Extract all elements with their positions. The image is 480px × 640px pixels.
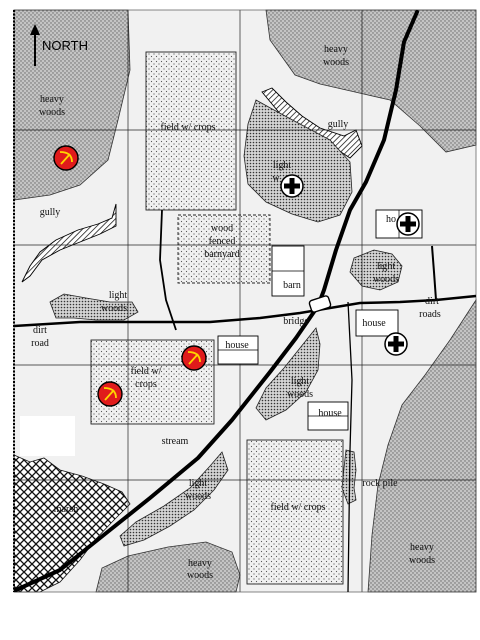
- dirt-road-main: [13, 294, 477, 328]
- light-woods-east: [349, 249, 403, 291]
- label-house: ho: [386, 214, 396, 225]
- german-unit-marker[interactable]: [384, 332, 408, 356]
- label-heavy-woods: heavy: [40, 94, 64, 105]
- label-house: house: [318, 408, 342, 419]
- label-dirt-road: road: [31, 338, 49, 349]
- label-stream: stream: [162, 436, 189, 447]
- light-woods-northeast: [243, 99, 353, 223]
- label-barnyard: wood: [211, 223, 233, 234]
- label-light-woods: light: [109, 290, 128, 301]
- north-label: NORTH: [42, 38, 88, 53]
- heavy-woods-nw: [13, 9, 131, 201]
- marsh: [13, 454, 131, 593]
- german-unit-marker[interactable]: [280, 174, 304, 198]
- label-marsh: marsh: [54, 504, 78, 515]
- soviet-unit-marker[interactable]: [181, 345, 207, 371]
- blank-patch: [20, 416, 75, 456]
- label-barn: barn: [283, 280, 301, 291]
- house-east: [355, 309, 399, 337]
- label-dirt-road: dirt: [33, 325, 47, 336]
- north-arrow-icon: [30, 24, 40, 35]
- label-dirt-roads: roads: [419, 309, 441, 320]
- label-heavy-woods: woods: [187, 570, 213, 581]
- field-south: [246, 439, 344, 585]
- label-light-woods: woods: [373, 274, 399, 285]
- heavy-woods-s: [95, 541, 241, 593]
- label-heavy-woods: heavy: [188, 558, 212, 569]
- label-barnyard: barnyard: [204, 249, 240, 260]
- grid-lines: [14, 10, 476, 592]
- label-bridge: bridge: [283, 316, 309, 327]
- label-heavy-woods: heavy: [324, 44, 348, 55]
- label-light-woods: w: [272, 173, 280, 184]
- soviet-unit-marker[interactable]: [97, 381, 123, 407]
- label-barnyard: fenced: [209, 236, 236, 247]
- field-north: [145, 51, 237, 211]
- label-heavy-woods: heavy: [410, 542, 434, 553]
- label-light-woods: woods: [101, 303, 127, 314]
- label-field-with-crops: crops: [135, 379, 157, 390]
- label-field-with-crops: field w/ crops: [271, 502, 326, 513]
- label-field-with-crops: field w/: [131, 366, 162, 377]
- light-woods-west: [49, 293, 139, 321]
- label-rock-pile: rock pile: [362, 478, 398, 489]
- label-dirt-roads: dirt: [425, 296, 439, 307]
- label-light-woods: woods: [287, 389, 313, 400]
- label-field-with-crops: field w/ crops: [161, 122, 216, 133]
- label-heavy-woods: woods: [323, 57, 349, 68]
- gully-west: [21, 203, 117, 283]
- label-light-woods: woods: [185, 491, 211, 502]
- map-labels: heavy woods heavy woods heavy woods heav…: [31, 44, 441, 581]
- dirt-road-barnyard: [159, 209, 177, 331]
- label-light-woods: light: [291, 376, 310, 387]
- label-house: house: [225, 340, 249, 351]
- light-woods-south: [119, 451, 229, 547]
- label-gully: gully: [40, 207, 61, 218]
- soviet-unit-marker[interactable]: [53, 145, 79, 171]
- bridge: [308, 295, 332, 313]
- label-light-woods: light: [189, 478, 208, 489]
- label-heavy-woods: woods: [39, 107, 65, 118]
- label-house: house: [362, 318, 386, 329]
- light-woods-center: [255, 327, 321, 421]
- dirt-road-south: [347, 301, 353, 593]
- label-gully: gully: [328, 119, 349, 130]
- german-unit-marker[interactable]: [396, 212, 420, 236]
- label-light-woods: light: [377, 261, 396, 272]
- north-compass: NORTH: [30, 24, 88, 66]
- label-heavy-woods: woods: [409, 555, 435, 566]
- label-light-woods: light: [273, 160, 292, 171]
- barnyard: [177, 214, 271, 284]
- dirt-road-east-spur: [431, 245, 437, 301]
